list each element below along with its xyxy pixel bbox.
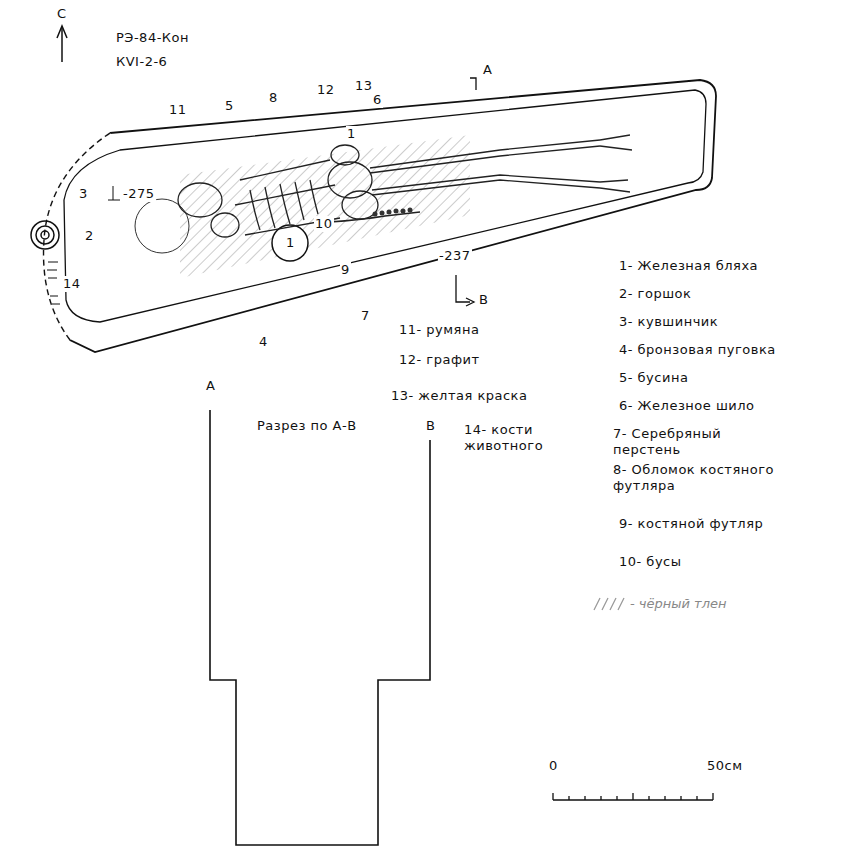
callout-number: -237 (438, 248, 472, 264)
legend-item: 1- Железная бляха (618, 258, 759, 274)
callout-number: 4 (258, 334, 269, 350)
grave-code: КVI-2-6 (115, 54, 168, 70)
callout-number: 10 (314, 216, 334, 232)
legend-item: 4- бронзовая пуговка (618, 342, 777, 358)
legend-item: 12- графит (398, 352, 481, 368)
legend-item: 3- кувшинчик (618, 314, 719, 330)
callout-number: А (482, 62, 493, 78)
callout-number: 50см (706, 758, 744, 774)
callout-number: 14 (62, 276, 82, 292)
callout-number: 13 (354, 78, 374, 94)
callout-number: 9 (340, 262, 351, 278)
legend-text: - чёрный тлен (630, 596, 726, 611)
callout-number: А (205, 378, 216, 394)
callout-number: 7 (360, 308, 371, 324)
callout-number: 2 (84, 228, 95, 244)
legend-item: 13- желтая краска (390, 388, 528, 404)
callout-number: 1 (346, 126, 357, 142)
callout-number: 1 (285, 235, 296, 251)
callout-number: 12 (316, 82, 336, 98)
callout-number: 0 (548, 758, 559, 774)
legend-item: 9- костяной футляр (618, 516, 764, 532)
legend-item: 11- румяна (398, 322, 480, 338)
callout-number: 3 (78, 186, 89, 202)
legend-item: 8- Обломок костяного футляра (612, 462, 779, 495)
callout-number: 11 (168, 102, 188, 118)
legend-item: 14- кости животного (463, 422, 605, 455)
legend-item: 6- Железное шило (618, 398, 756, 414)
callout-number: 8 (268, 90, 279, 106)
legend-item: 10- бусы (618, 554, 683, 570)
callout-number: 5 (224, 98, 235, 114)
legend-item: 5- бусина (618, 370, 689, 386)
callout-number: -275 (122, 186, 156, 202)
callout-number: Разрез по А-В (256, 418, 358, 434)
north-letter: С (56, 6, 68, 22)
legend-item: 2- горшок (618, 286, 692, 302)
callout-number: В (425, 418, 436, 434)
callout-number: 6 (372, 92, 383, 108)
legend-item: 7- Серебряный перстень (612, 426, 789, 459)
site-code: РЭ-84-Кон (115, 30, 190, 46)
hatch-swatch (590, 596, 626, 612)
callout-number: В (478, 292, 489, 308)
